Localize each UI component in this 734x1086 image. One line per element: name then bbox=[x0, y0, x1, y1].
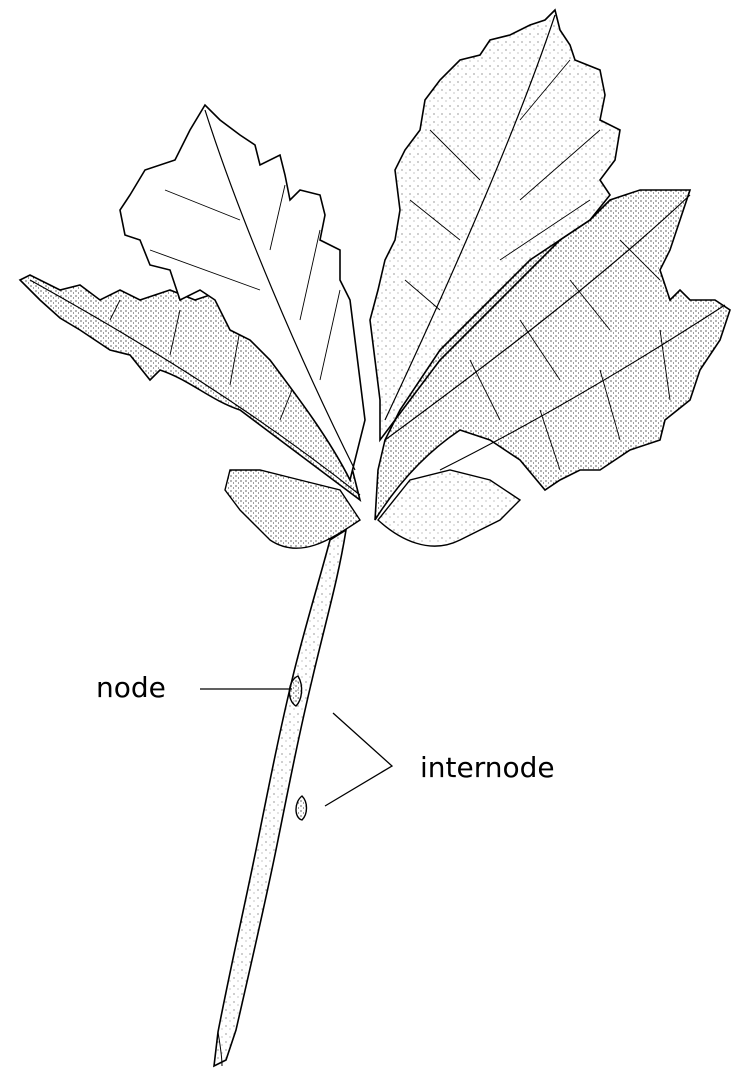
lower-bud bbox=[296, 796, 307, 820]
internode-bracket bbox=[325, 713, 392, 806]
leaf-left-upper bbox=[120, 105, 365, 480]
node-label: node bbox=[96, 674, 166, 702]
leaf-lower-center bbox=[225, 470, 520, 548]
internode-label: internode bbox=[420, 754, 555, 782]
stem bbox=[214, 530, 346, 1066]
